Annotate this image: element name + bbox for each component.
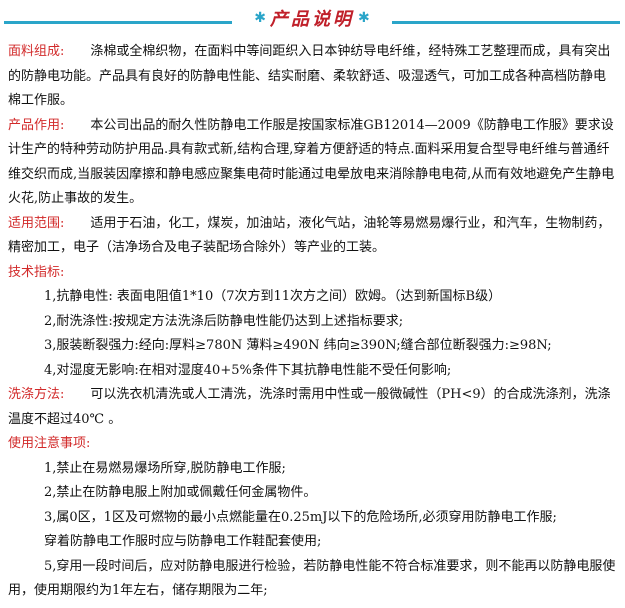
star-right-icon: ✱: [358, 10, 370, 26]
note-item: 3,属0区，1区及可燃物的最小点燃能量在0.25mJ以下的危险场所,必须穿用防静…: [44, 509, 557, 525]
star-left-icon: ✱: [254, 10, 266, 26]
spec-item: 1,抗静电性: 表面电阻值1*10（7次方到11次方之间）欧姆。（达到新国标B级…: [44, 289, 502, 304]
note-item: 穿着防静电工作服时应与防静电工作鞋配套使用;: [44, 534, 322, 549]
washing-section: 洗涤方法:可以洗衣机清洗或人工清洗，洗涤时需用中性或一般微碱性（PH<9）的合成…: [8, 383, 616, 432]
notes-label: 使用注意事项:: [8, 436, 91, 451]
specs-label: 技术指标:: [8, 264, 65, 280]
washing-label: 洗涤方法:: [8, 387, 65, 402]
washing-text: 可以洗衣机清洗或人工清洗，洗涤时需用中性或一般微碱性（PH<9）的合成洗涤剂，洗…: [8, 387, 611, 427]
header-divider-right: [392, 21, 620, 24]
note-item: 2,禁止在防静电服上附加或佩戴任何金属物件。: [44, 485, 317, 500]
header-title-group: ✱ 产品说明 ✱: [232, 3, 392, 33]
note-item-text: 5,穿用一段时间后，应对防静电服进行检验，若防静电性能不符合标准要求，则不能再以…: [8, 558, 616, 599]
note-item: 5,穿用一段时间后，应对防静电服进行检验，若防静电性能不符合标准要求，则不能再以…: [8, 555, 616, 604]
product-description: 面料组成:涤棉或全棉织物，在面料中等间距织入日本钟纺导电纤维，经特殊工艺整理而成…: [8, 40, 616, 604]
spec-item: 2,耐洗涤性:按规定方法洗涤后防静电性能仍达到上述指标要求;: [44, 313, 404, 329]
purpose-text: 本公司出品的耐久性防静电工作服是按国家标准GB12014—2009《防静电工作服…: [8, 117, 615, 207]
fabric-text: 涤棉或全棉织物，在面料中等间距织入日本钟纺导电纤维，经特殊工艺整理而成，具有突出…: [8, 44, 611, 108]
header-banner: ✱ 产品说明 ✱: [0, 0, 625, 36]
note-item: 1,禁止在易燃易爆场所穿,脱防静电工作服;: [44, 460, 286, 476]
spec-item: 3,服装断裂强力:经向:厚料≥780N 薄料≥490N 纬向≥390N;缝合部位…: [44, 338, 552, 353]
scope-label: 适用范围:: [8, 215, 65, 231]
header-divider-left: [4, 21, 232, 24]
fabric-label: 面料组成:: [8, 44, 65, 59]
scope-text: 适用于石油，化工，煤炭，加油站，液化气站，油轮等易燃易爆行业，和汽车，生物制药，…: [8, 215, 611, 256]
scope-section: 适用范围:适用于石油，化工，煤炭，加油站，液化气站，油轮等易燃易爆行业，和汽车，…: [8, 212, 616, 261]
spec-item: 4,对湿度无影响:在相对湿度40+5%条件下其抗静电性能不受任何影响;: [44, 362, 452, 378]
page-title: 产品说明: [270, 9, 354, 30]
fabric-section: 面料组成:涤棉或全棉织物，在面料中等间距织入日本钟纺导电纤维，经特殊工艺整理而成…: [8, 40, 616, 114]
purpose-section: 产品作用:本公司出品的耐久性防静电工作服是按国家标准GB12014—2009《防…: [8, 114, 616, 212]
purpose-label: 产品作用:: [8, 117, 65, 133]
